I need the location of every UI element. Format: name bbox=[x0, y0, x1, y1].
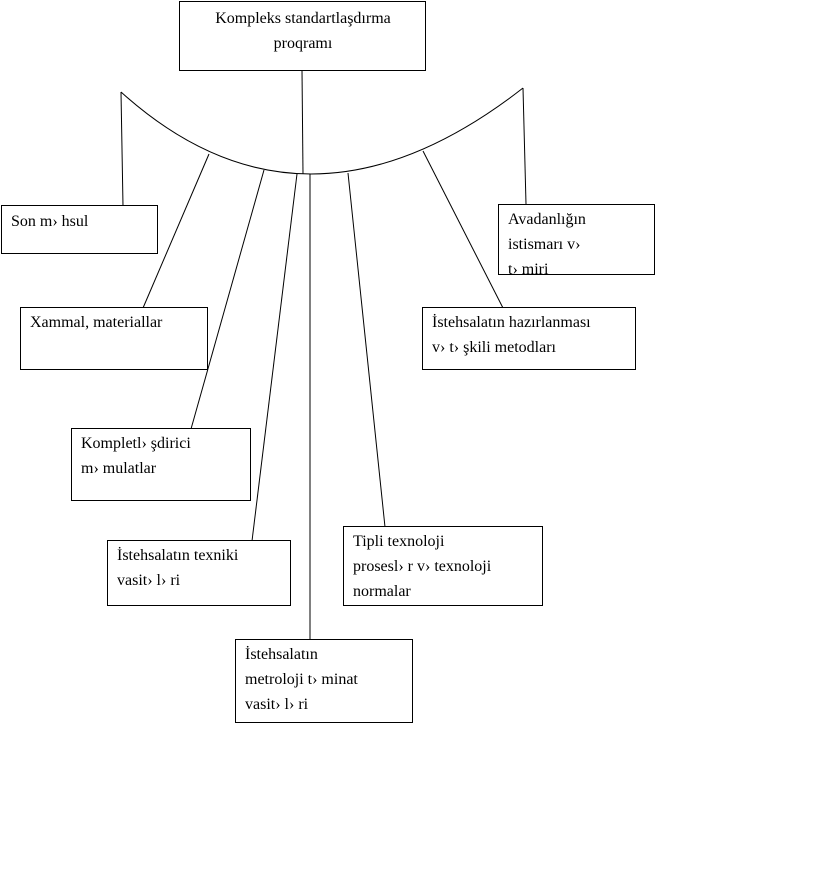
line-xammal bbox=[142, 153, 210, 309]
line-avadanliq bbox=[522, 87, 527, 205]
node-metroloji: İstehsalatın metroloji t› minat vasit› l… bbox=[235, 639, 413, 723]
node-avadanliq: Avadanlığın istismarı v› t› miri bbox=[498, 204, 655, 278]
node-texniki-vasiteler: İstehsalatın texniki vasit› l› ri bbox=[107, 540, 291, 606]
node-hazirlanma: İstehsalatın hazırlanması v› t› şkili me… bbox=[422, 307, 636, 370]
line-kompletlesdirici bbox=[190, 169, 265, 430]
node-xammal: Xammal, materiallar bbox=[20, 307, 208, 370]
line-tipli bbox=[347, 172, 386, 528]
root-box: Kompleks standartlaşdırma proqramı bbox=[179, 1, 426, 71]
node-tipli-texnoloji: Tipli texnoloji prosesl› r v› texnoloji … bbox=[343, 526, 543, 606]
root-line bbox=[301, 69, 304, 175]
node-son-mehsul: Son m› hsul bbox=[1, 205, 158, 254]
line-son-mehsul bbox=[120, 91, 124, 207]
line-texniki bbox=[251, 173, 298, 542]
line-hazirlanma bbox=[422, 150, 504, 309]
arc-connector bbox=[120, 87, 524, 175]
node-kompletlesdirici: Kompletl› şdirici m› mulatlar bbox=[71, 428, 251, 501]
